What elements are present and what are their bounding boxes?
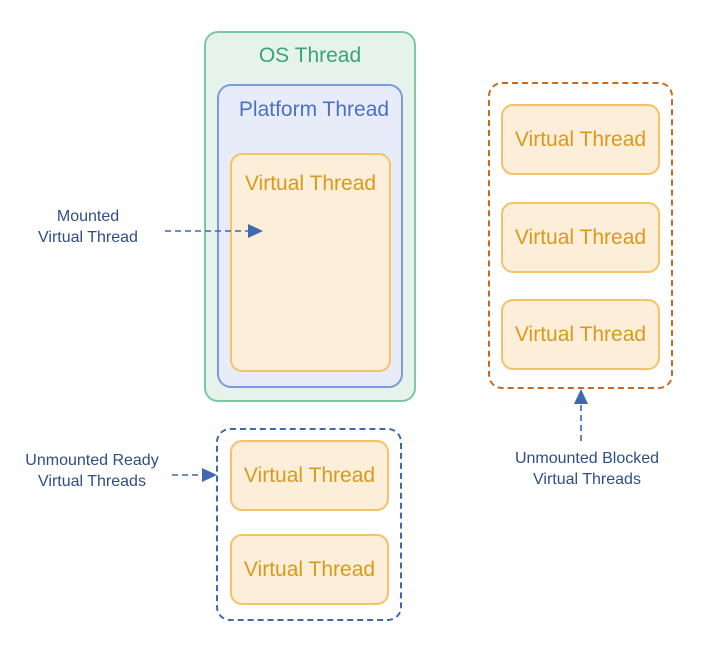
mounted-virtual-thread-box <box>230 153 391 372</box>
blocked-virtual-thread-2-label: Virtual Thread <box>514 225 647 249</box>
blocked-caption-line1: Unmounted Blocked <box>514 450 660 467</box>
platform-thread-label: Platform Thread <box>238 98 390 121</box>
mounted-caption: Mounted Virtual Thread <box>18 206 158 248</box>
mounted-caption-line2: Virtual Thread <box>38 229 138 246</box>
blocked-virtual-thread-3: Virtual Thread <box>501 299 660 370</box>
blocked-virtual-thread-2: Virtual Thread <box>501 202 660 273</box>
ready-virtual-thread-2: Virtual Thread <box>230 534 389 605</box>
blocked-caption-line2: Virtual Threads <box>533 471 641 488</box>
mounted-arrow <box>165 224 263 238</box>
ready-caption: Unmounted Ready Virtual Threads <box>8 450 176 492</box>
blocked-virtual-thread-1-label: Virtual Thread <box>514 127 647 151</box>
ready-caption-line2: Virtual Threads <box>38 473 146 490</box>
ready-virtual-thread-2-label: Virtual Thread <box>243 557 376 581</box>
unmounted-ready-group <box>216 428 402 621</box>
os-thread-label: OS Thread <box>258 44 362 67</box>
blocked-virtual-thread-3-label: Virtual Thread <box>514 322 647 346</box>
ready-caption-line1: Unmounted Ready <box>25 452 159 469</box>
blocked-caption: Unmounted Blocked Virtual Threads <box>496 448 678 490</box>
mounted-virtual-thread-label: Virtual Thread <box>244 172 377 195</box>
ready-arrow <box>172 468 217 482</box>
unmounted-blocked-group <box>488 82 673 389</box>
blocked-arrow <box>574 389 588 441</box>
mounted-caption-line1: Mounted <box>56 208 120 225</box>
ready-virtual-thread-1-label: Virtual Thread <box>243 463 376 487</box>
blocked-virtual-thread-1: Virtual Thread <box>501 104 660 175</box>
ready-virtual-thread-1: Virtual Thread <box>230 440 389 511</box>
